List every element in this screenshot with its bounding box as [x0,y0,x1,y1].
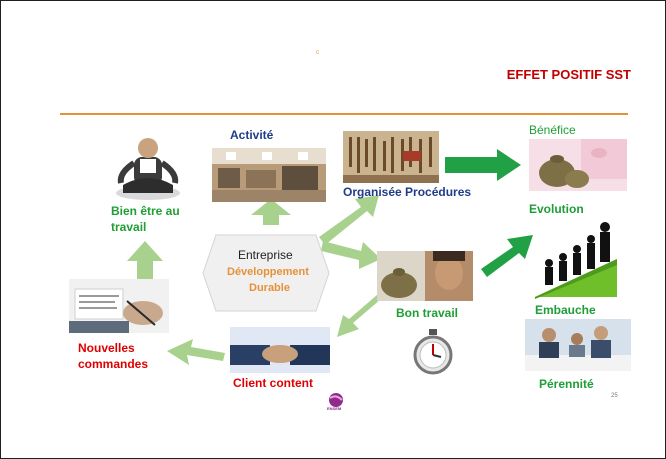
top-mark: c [316,50,319,56]
label-bien-etre-1: Bien être au [111,204,180,218]
handshake-photo [230,327,330,373]
bon-travail-photo [377,251,473,301]
title-divider [60,113,628,115]
arrow-to-activite [251,199,291,225]
money-bags-photo [529,139,627,191]
meditating-man-icon [116,138,180,200]
label-embauche: Embauche [535,303,596,317]
arrow-to-bon-travail [321,241,381,269]
label-bon-travail: Bon travail [396,306,459,320]
growth-people-chart [535,222,617,299]
label-bien-etre-2: travail [111,220,147,234]
arrow-to-organisee [319,195,379,245]
center-line-3: Durable [249,282,290,294]
business-meeting-photo [525,319,631,371]
arrow-to-evolution [481,235,533,277]
label-evolution: Evolution [529,202,584,216]
arrow-to-client [337,295,381,337]
page-number: 25 [611,393,618,399]
center-line-2: Développement [227,266,309,278]
label-activite: Activité [230,128,274,142]
label-client-content: Client content [233,376,313,390]
workshop-photo [212,148,326,202]
center-line-1: Entreprise [238,248,293,262]
label-nouvelles-2: commandes [78,357,149,371]
label-nouvelles-1: Nouvelles [78,341,135,355]
center-hexagon [202,234,330,312]
hands-pen-photo [69,279,169,333]
arrow-to-benefice [445,149,521,181]
ensem-logo [329,393,343,407]
label-benefice: Bénéfice [529,123,576,137]
arrow-to-bien-etre [127,241,163,283]
ensem-logo-text: ENSEM [327,406,342,411]
stopwatch-icon [413,329,453,375]
slide-title: EFFET POSITIF SST [506,67,631,82]
arrow-to-nouvelles [167,339,225,365]
tools-wall-photo [343,131,439,183]
label-perennite: Pérennité [539,377,594,391]
label-organisee: Organisée Procédures [343,185,472,199]
